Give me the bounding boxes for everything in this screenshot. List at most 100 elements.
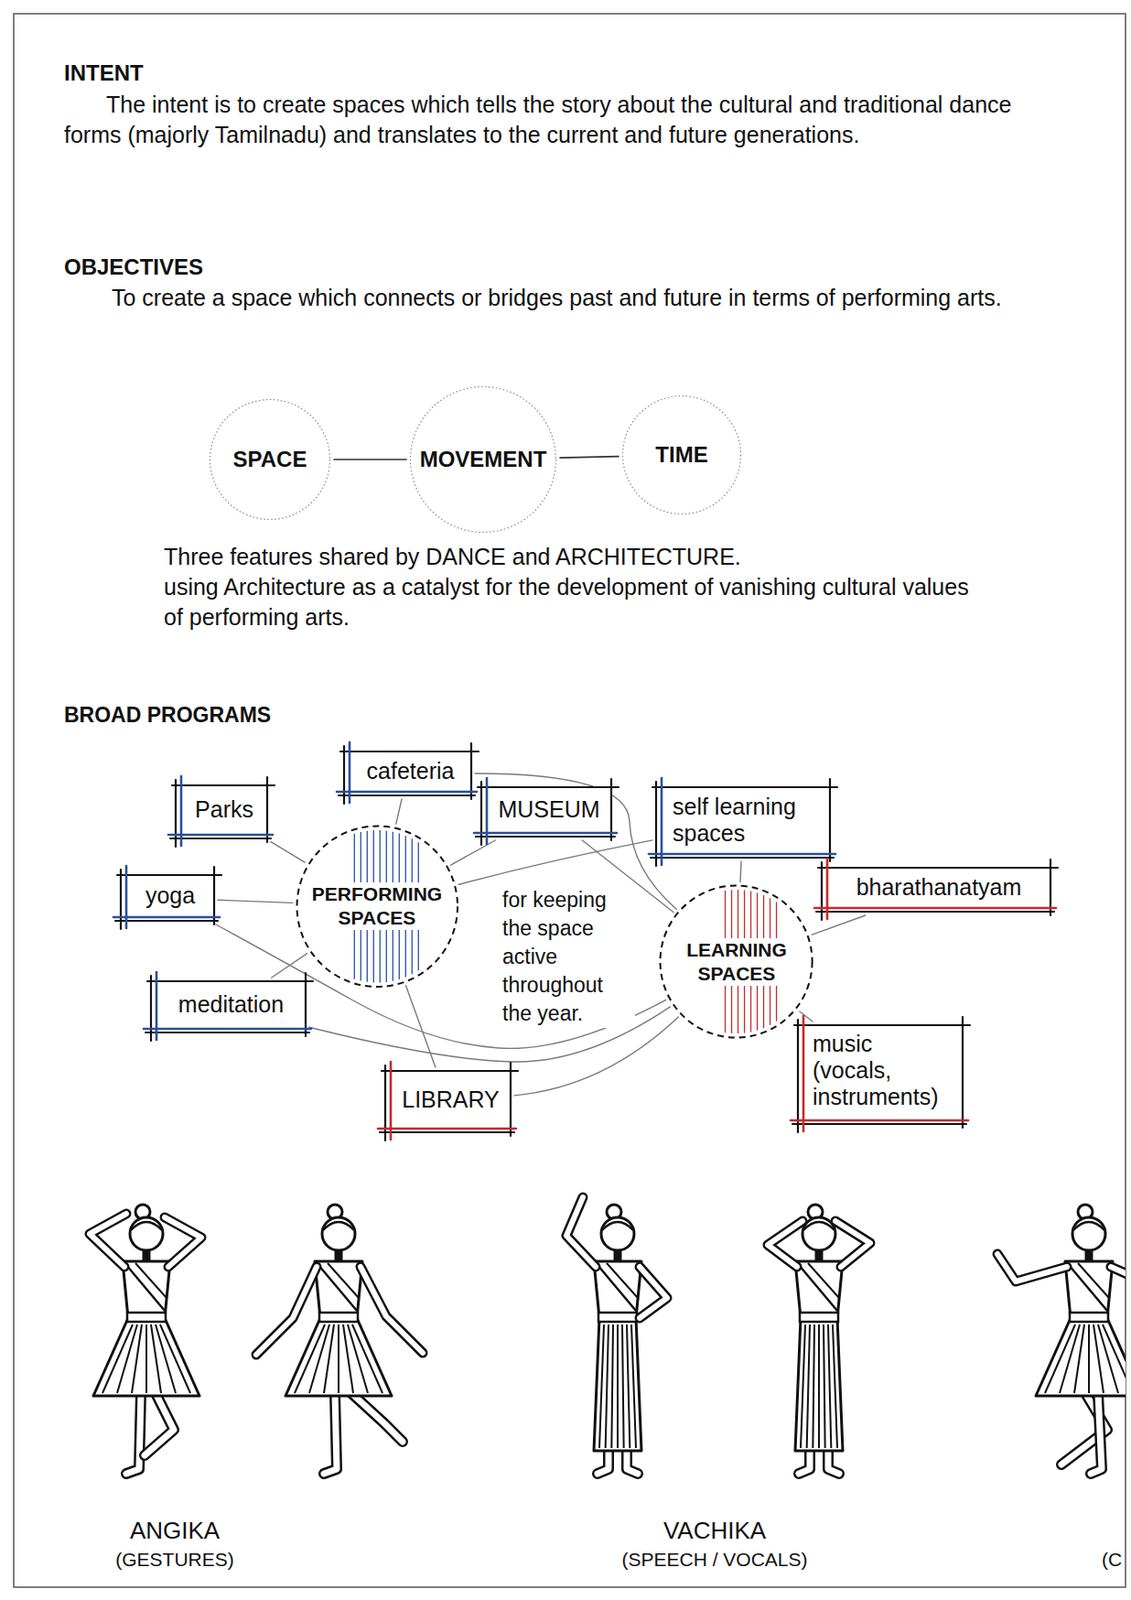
program-box: music (vocals, instruments) bbox=[797, 1024, 963, 1124]
connector-line bbox=[560, 456, 619, 459]
waistband bbox=[319, 1312, 358, 1322]
limb-outline bbox=[566, 1196, 596, 1267]
sketch-line bbox=[820, 861, 823, 920]
limb-fill bbox=[1090, 1392, 1102, 1474]
sketch-line bbox=[379, 1131, 515, 1133]
node-text: MOVEMENT bbox=[420, 445, 548, 474]
pleat bbox=[323, 1324, 334, 1393]
limb-fill bbox=[126, 1392, 141, 1474]
pleat bbox=[1087, 1324, 1090, 1393]
sketch-line bbox=[113, 915, 220, 919]
node-text: Parks bbox=[194, 796, 254, 823]
section-heading: INTENT bbox=[64, 58, 144, 87]
limb-outline bbox=[997, 1253, 1067, 1282]
sketch-line bbox=[652, 786, 838, 788]
drape bbox=[135, 1262, 167, 1298]
text-label: ANGIKA bbox=[28, 1514, 322, 1546]
connector-line bbox=[396, 798, 402, 824]
connector-line bbox=[811, 915, 865, 935]
pleat bbox=[160, 1324, 191, 1393]
pleat bbox=[605, 1324, 609, 1448]
connector-line bbox=[451, 840, 496, 865]
sketch-line bbox=[818, 866, 1058, 869]
limb-outline bbox=[126, 1392, 141, 1474]
drape bbox=[597, 1264, 636, 1311]
torso bbox=[1065, 1260, 1113, 1318]
pleat bbox=[145, 1324, 148, 1393]
section-heading: OBJECTIVES bbox=[64, 252, 204, 281]
sketch-line bbox=[168, 833, 273, 837]
drape bbox=[807, 1262, 840, 1298]
node-text: MUSEUM bbox=[497, 796, 600, 823]
connector-line bbox=[217, 899, 293, 903]
connector-line bbox=[740, 861, 742, 883]
label-box: using Architecture as a catalyst for the… bbox=[163, 571, 988, 633]
sketch-line bbox=[266, 776, 269, 842]
limb-fill bbox=[256, 1266, 317, 1355]
label-box: The intent is to create spaces which tel… bbox=[64, 89, 1053, 151]
sketch-line bbox=[150, 975, 152, 1041]
sketch-line bbox=[650, 856, 834, 859]
text-label: (SPEECH / VOCALS) bbox=[568, 1546, 862, 1572]
hair-line bbox=[130, 1221, 162, 1230]
sketch-line bbox=[117, 873, 222, 876]
sketch-line bbox=[340, 750, 479, 753]
skirt bbox=[1035, 1317, 1126, 1396]
sketch-line bbox=[147, 980, 313, 982]
drape bbox=[1068, 1264, 1108, 1311]
drape bbox=[327, 1262, 359, 1298]
concept-circle: SPACE bbox=[208, 398, 332, 521]
dancer bbox=[256, 1204, 423, 1474]
pleat bbox=[1044, 1324, 1076, 1393]
sketch-line bbox=[797, 1019, 799, 1132]
pleat bbox=[616, 1324, 619, 1448]
dancer bbox=[566, 1196, 668, 1474]
concept-circle: LEARNING SPACES bbox=[658, 883, 814, 1039]
concept-circle: PERFORMING SPACES bbox=[295, 824, 460, 989]
concept-circle: TIME bbox=[621, 394, 743, 516]
label-box: To create a space which connects or brid… bbox=[64, 282, 1007, 313]
node-text: self learning spaces bbox=[672, 793, 819, 847]
torso bbox=[314, 1260, 363, 1318]
sketch-line bbox=[170, 837, 271, 840]
sketch-line bbox=[660, 777, 664, 865]
head bbox=[129, 1217, 163, 1250]
dancer bbox=[997, 1204, 1126, 1474]
head bbox=[601, 1217, 635, 1250]
program-box: bharathanatyam bbox=[821, 867, 1051, 912]
pleat bbox=[812, 1324, 815, 1448]
connector-line bbox=[270, 841, 305, 863]
torso bbox=[593, 1260, 642, 1318]
head bbox=[802, 1217, 836, 1250]
limb-outline bbox=[639, 1266, 668, 1318]
label-box: (C bbox=[1101, 1546, 1122, 1572]
sketch-line bbox=[794, 1023, 970, 1026]
concept-circle: MOVEMENT bbox=[409, 385, 558, 534]
sketch-line bbox=[174, 779, 177, 847]
limb-fill bbox=[360, 1266, 423, 1353]
program-box: LIBRARY bbox=[385, 1070, 511, 1132]
sketch-line bbox=[172, 784, 275, 787]
sketch-line bbox=[143, 1027, 312, 1031]
sketch-line bbox=[648, 852, 836, 856]
limb-outline bbox=[767, 1220, 803, 1267]
connector-line bbox=[271, 953, 308, 978]
pleat bbox=[622, 1324, 625, 1448]
pleat bbox=[102, 1324, 133, 1393]
sketch-line bbox=[826, 858, 830, 919]
pleat bbox=[807, 1324, 810, 1448]
program-box: self learning spaces bbox=[656, 786, 830, 858]
pleat bbox=[611, 1324, 614, 1448]
skirt bbox=[795, 1317, 843, 1451]
connector-line bbox=[406, 985, 436, 1067]
pleat bbox=[117, 1324, 138, 1393]
program-box: cafeteria bbox=[344, 751, 472, 796]
waistband bbox=[799, 1312, 839, 1322]
connector-line bbox=[514, 1016, 679, 1096]
limb-fill bbox=[323, 1392, 337, 1474]
pleat bbox=[832, 1324, 838, 1448]
connector-line bbox=[799, 1011, 813, 1022]
node-text: LEARNING SPACES bbox=[670, 937, 803, 986]
sketch-line bbox=[125, 865, 129, 928]
sketch-line bbox=[509, 1062, 512, 1136]
